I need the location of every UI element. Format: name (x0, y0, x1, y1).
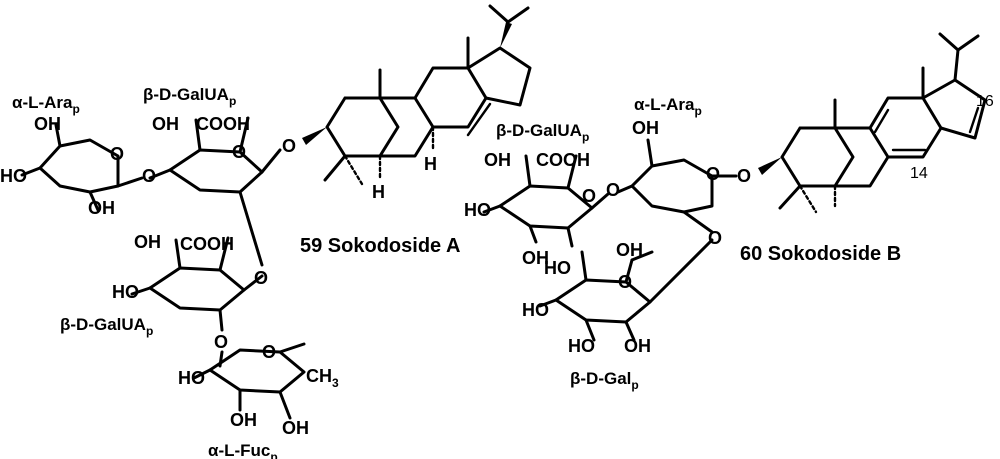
sokodoside-a-fuc-ch3: CH3 (306, 366, 339, 390)
sokodoside-b-galua-ring-o: O (582, 186, 596, 206)
sokodoside-a-galua-bottom-label: β-D-GalUAp (60, 315, 153, 338)
sokodoside-b-gal-label: β-D-Galp (570, 369, 639, 392)
sokodoside-a-fuc-oh-1: OH (230, 410, 257, 430)
sokodoside-b-aglycone (758, 32, 987, 214)
sokodoside-b-galua-label: β-D-GalUAp (496, 121, 589, 144)
sokodoside-a-galua-top-ring (148, 116, 282, 267)
sokodoside-a-galua-bottom-cooh: COOH (180, 234, 234, 254)
sokodoside-a-galua-top-cooh: COOH (196, 114, 250, 134)
sokodoside-a-galua-bottom-ring (130, 236, 264, 332)
sokodoside-a-galua-top-label: β-D-GalUAp (143, 85, 236, 108)
sokodoside-a-fuc-label: α-L-Fucp (208, 441, 278, 459)
sokodoside-a-h5-label: H (372, 182, 385, 202)
sokodoside-b-galua-cooh: COOH (536, 150, 590, 170)
sokodoside-b-galua-oh: OH (484, 150, 511, 170)
sokodoside-a-galua-bottom-ho: HO (112, 282, 139, 302)
sokodoside-b-gal-ho-bottom: HO (568, 336, 595, 356)
sokodoside-a-ara-ring (20, 123, 144, 212)
sokodoside-a-ara-ring-o: O (110, 144, 124, 164)
sokodoside-b-gal-oh-top: OH (616, 240, 643, 260)
sokodoside-b-gal-ring (538, 238, 714, 342)
sokodoside-a-fuc-ring-o: O (262, 342, 276, 362)
sokodoside-a-fuc-oh-2: OH (282, 418, 309, 438)
sokodoside-b-gal-ho-left: HO (522, 300, 549, 320)
sokodoside-b-c14-number: 14 (910, 165, 928, 182)
sokodoside-b-title: 60 Sokodoside B (740, 243, 901, 265)
sokodoside-a-glycosidic-o: O (282, 136, 296, 156)
sokodoside-b-ara-label: α-L-Arap (634, 95, 702, 118)
sokodoside-b-c16-number: 16 (976, 93, 994, 110)
sokodoside-b-ara-oh: OH (632, 118, 659, 138)
sokodoside-a-fuc-ho: HO (178, 368, 205, 388)
sokodoside-a-galua-top-ring-o: O (232, 142, 246, 162)
sokodoside-b-ara-link-o: O (606, 180, 620, 200)
sokodoside-a-ara-label: α-L-Arap (12, 93, 80, 116)
sokodoside-b-structure: 14 16 O OH O O O α-L-Arap OH COOH HO (464, 32, 994, 392)
sokodoside-b-gal-ho-top: HO (544, 258, 571, 278)
sokodoside-b-ara-ring-o: O (706, 164, 720, 184)
sokodoside-a-ara-oh-top: OH (34, 114, 61, 134)
sokodoside-b-galua-oh-bottom: OH (522, 248, 549, 268)
sokodoside-a-galua-bottom-link-o: O (214, 332, 228, 352)
sokodoside-b-ara-link-o2: O (708, 228, 722, 248)
sokodoside-b-galua-ring (482, 154, 610, 248)
sokodoside-a-fuc-ring (192, 342, 306, 420)
sokodoside-a-title: 59 Sokodoside A (300, 235, 460, 257)
sokodoside-a-h9-label: H (424, 154, 437, 174)
sokodoside-b-gal-ring-o: O (618, 272, 632, 292)
sokodoside-a-ara-link-o: O (142, 166, 156, 186)
sokodoside-b-gal-oh-bottom: OH (624, 336, 651, 356)
sokodoside-a-galua-top-oh: OH (152, 114, 179, 134)
sokodoside-b-glycosidic-o: O (737, 166, 751, 186)
sokodoside-a-galua-bottom-ring-o: O (254, 268, 268, 288)
sokodoside-a-ara-ho-left: HO (0, 166, 27, 186)
sokodoside-b-ara-ring (616, 138, 738, 234)
sokodoside-a-ara-oh-bottom: OH (88, 198, 115, 218)
sokodoside-b-galua-ho: HO (464, 200, 491, 220)
sokodoside-a-structure: H H O OH COOH O β-D-GalUAp OH HO OH O O (0, 4, 532, 459)
sokodoside-a-aglycone (302, 4, 532, 186)
sokodoside-a-galua-bottom-oh: OH (134, 232, 161, 252)
